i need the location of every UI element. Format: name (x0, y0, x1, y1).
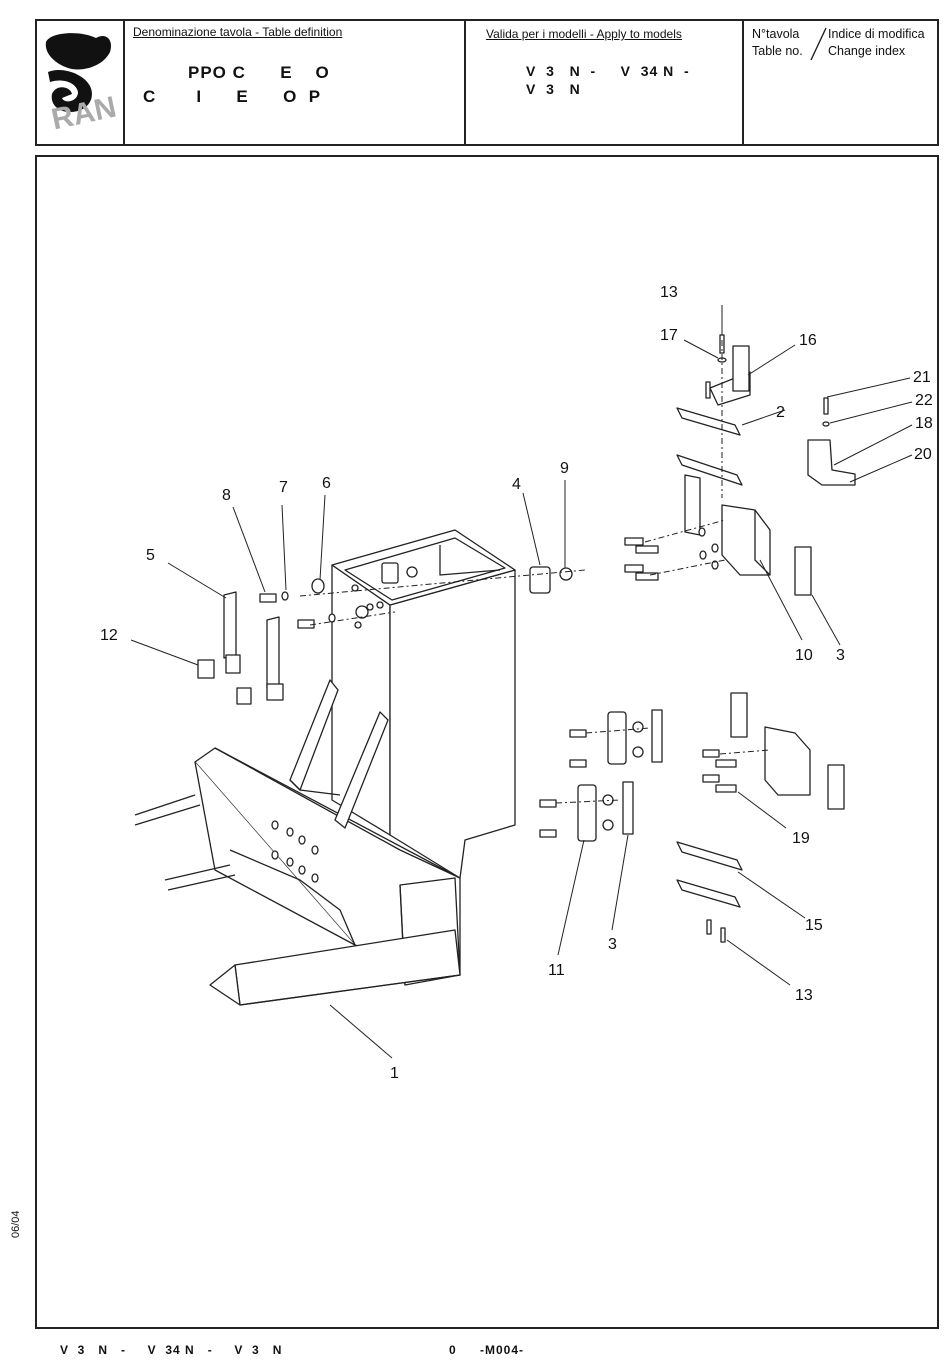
callout-15: 15 (805, 917, 823, 934)
change-index-label-it: Indice di modifica (828, 27, 925, 41)
models-line-2: V 3 N (526, 81, 581, 97)
callout-3-lower: 3 (608, 936, 617, 953)
side-date: 06/04 (10, 1210, 22, 1238)
callout-13-bottom: 13 (795, 987, 813, 1004)
lower-right-assembly (676, 692, 845, 943)
callout-10: 10 (795, 647, 813, 664)
slash-divider (810, 27, 827, 61)
callout-8: 8 (222, 487, 231, 504)
callout-18: 18 (915, 415, 933, 432)
lower-middle-assembly (539, 709, 663, 842)
change-index-label-en: Change index (828, 44, 906, 58)
callout-13-top: 13 (660, 284, 678, 301)
callout-11: 11 (548, 962, 565, 979)
callout-1: 1 (390, 1065, 399, 1082)
footer-models: V 3 N - V 34 N - V 3 N (60, 1343, 283, 1357)
part-4 (529, 566, 551, 594)
models-line-1: V 3 N - V 34 N - (526, 63, 690, 79)
callout-21: 21 (913, 369, 931, 386)
header-block (35, 19, 939, 146)
drawing-frame (35, 155, 939, 1329)
callout-2: 2 (776, 404, 785, 421)
company-logo: RAN (45, 33, 119, 136)
callout-5: 5 (146, 547, 155, 564)
callout-22: 22 (915, 392, 933, 409)
title-line-1: PPO C E O (188, 63, 330, 82)
footer-code: -M004- (480, 1343, 525, 1357)
upper-right-assembly (624, 334, 856, 596)
callout-20: 20 (914, 446, 932, 463)
callout-6: 6 (322, 475, 331, 492)
part-9 (559, 567, 573, 581)
table-no-label-en: Table no. (752, 44, 803, 58)
callout-labels: 1 2 3 4 5 6 7 8 9 10 3 11 12 13 13 15 16… (100, 284, 933, 1082)
mast-column (289, 529, 516, 879)
callout-12: 12 (100, 627, 118, 644)
footer-index: 0 (449, 1343, 457, 1357)
definition-label: Denominazione tavola - Table definition (133, 25, 343, 39)
models-label: Valida per i modelli - Apply to models (486, 27, 682, 41)
callout-3: 3 (836, 647, 845, 664)
callout-19: 19 (792, 830, 810, 847)
main-frame (134, 747, 461, 1006)
callout-16: 16 (799, 332, 817, 349)
callout-4: 4 (512, 476, 521, 493)
left-parts (197, 578, 336, 705)
callout-9: 9 (560, 460, 569, 477)
table-no-label-it: N°tavola (752, 27, 800, 41)
callout-7: 7 (279, 479, 288, 496)
callout-17: 17 (660, 327, 678, 344)
title-line-2: C I E O P (143, 87, 322, 106)
